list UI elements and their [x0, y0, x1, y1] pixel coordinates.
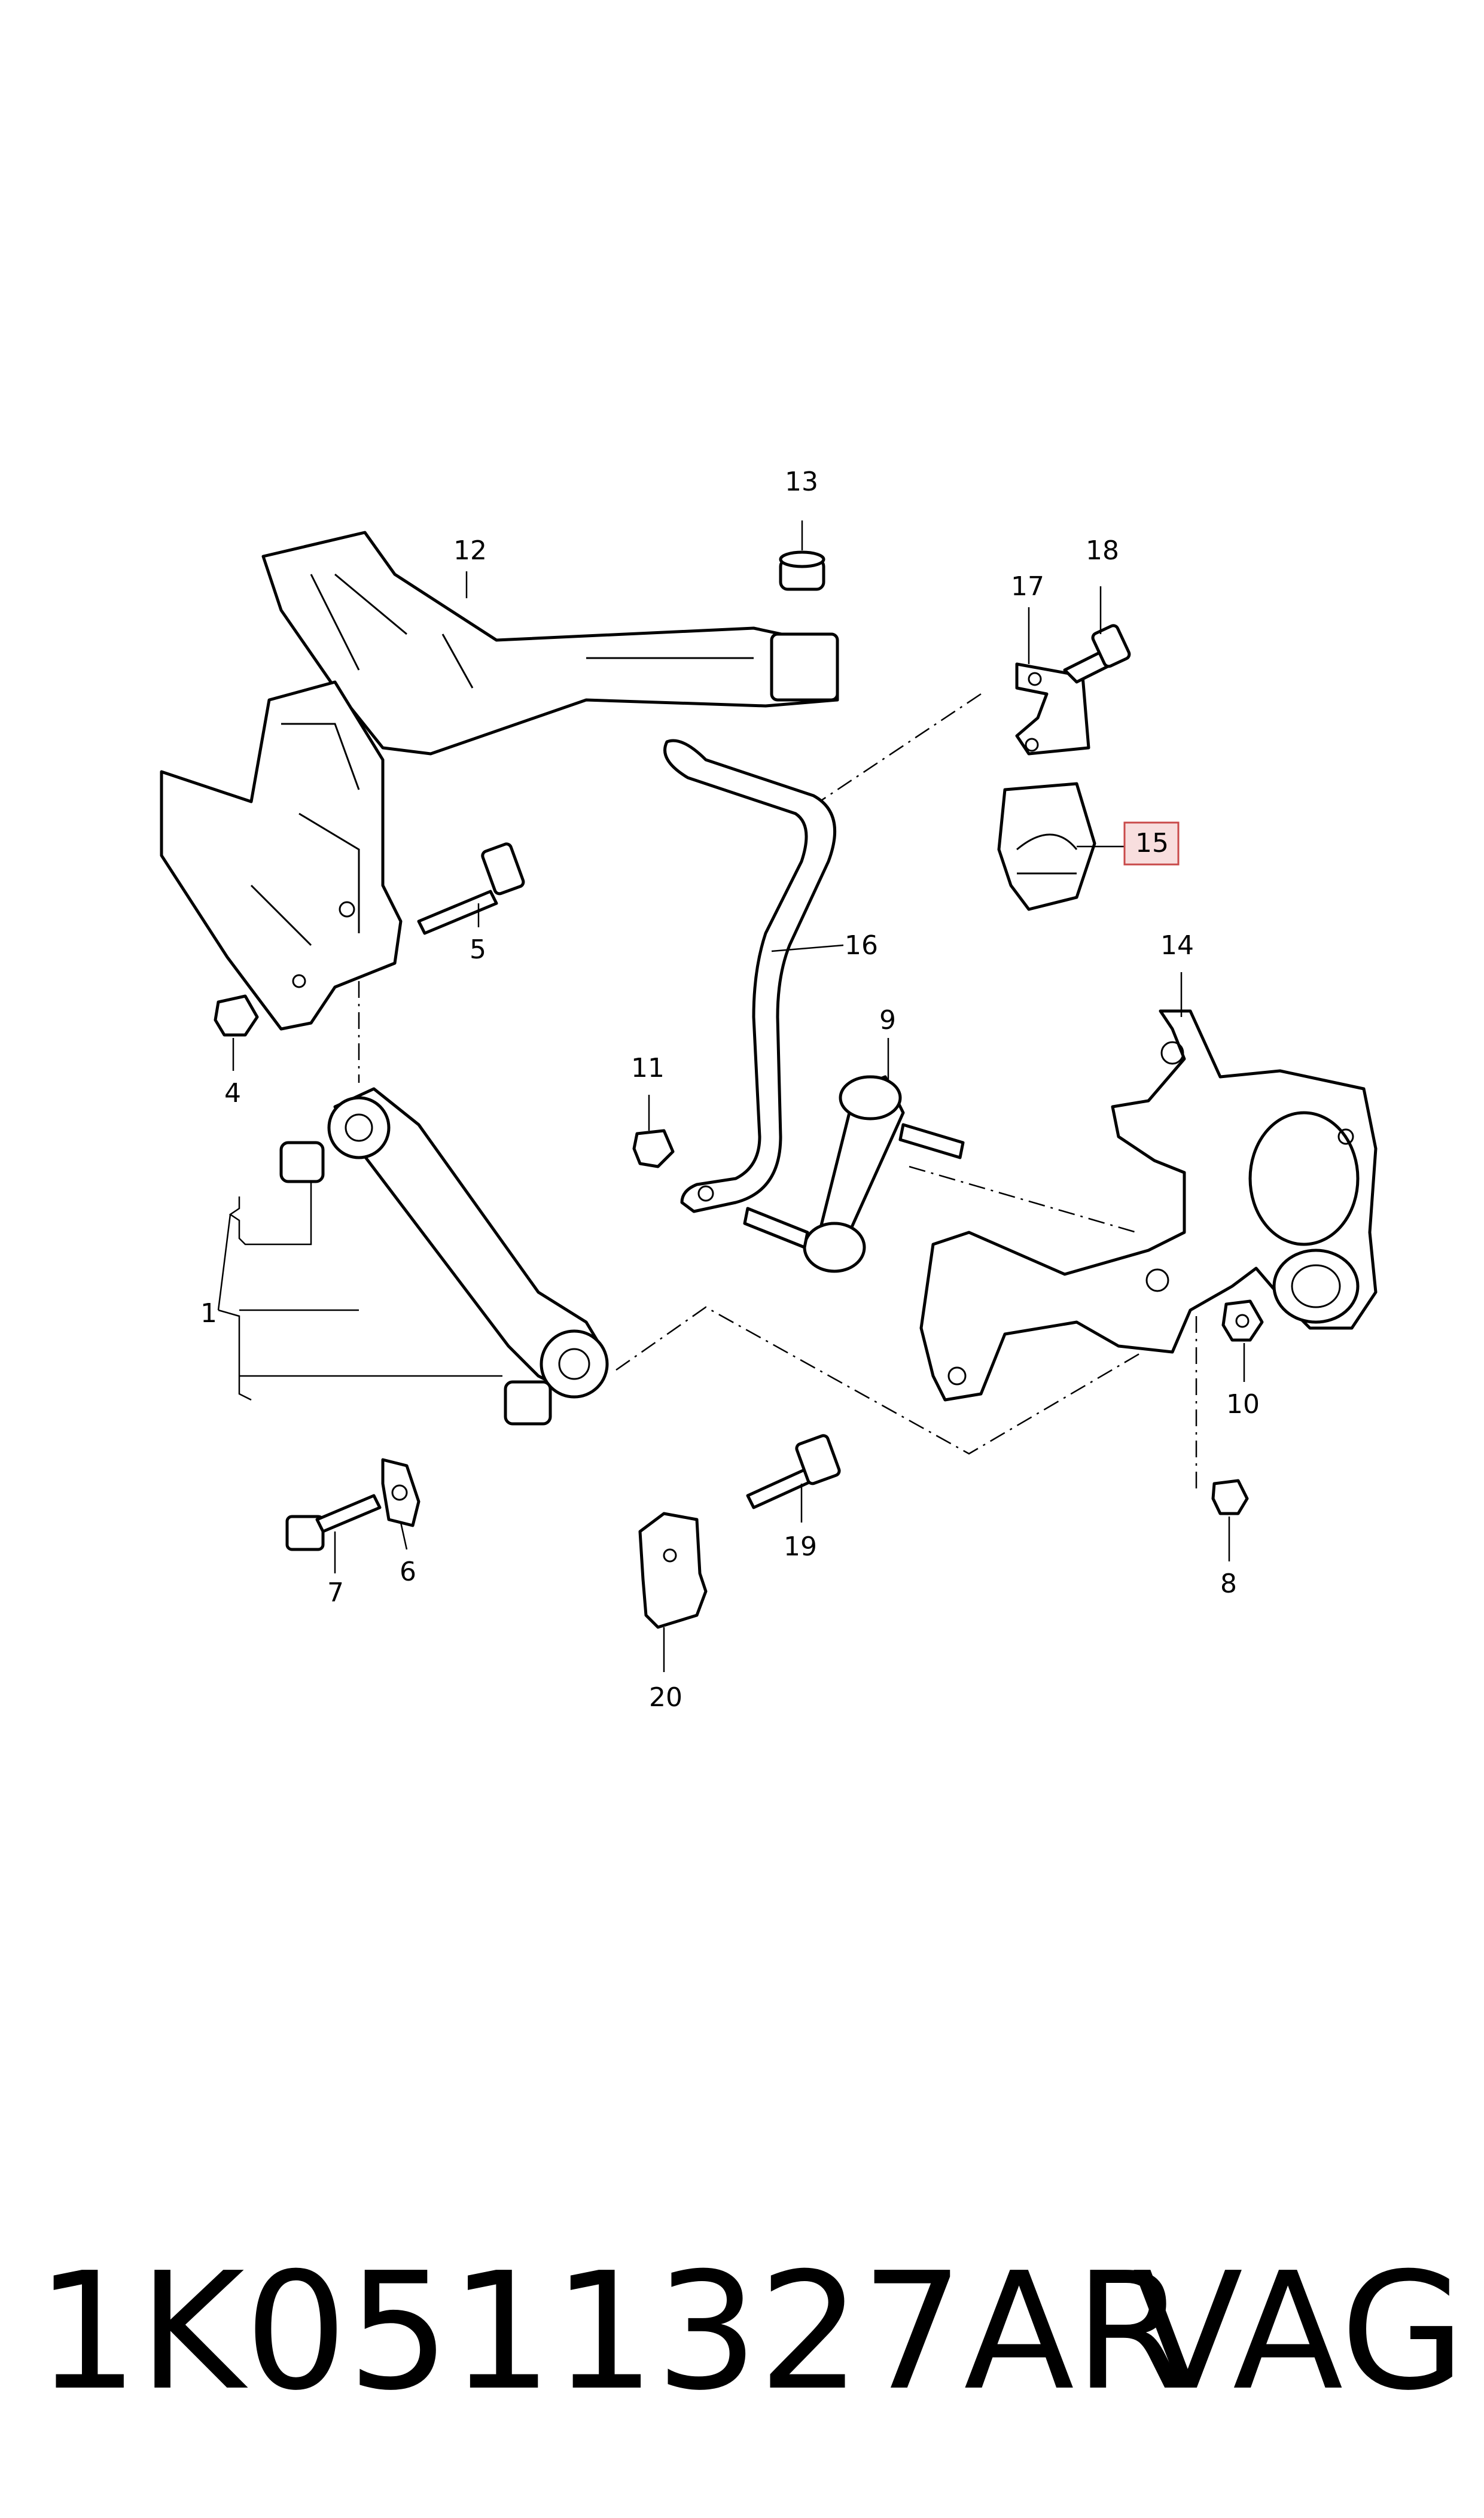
bolt-19 — [746, 1434, 841, 1509]
callout-20: 20 — [649, 1682, 682, 1713]
callout-10: 10 — [1226, 1389, 1260, 1420]
callout-17: 17 — [1011, 571, 1044, 602]
callout-14: 14 — [1160, 930, 1194, 961]
wheel-bearing-housing — [919, 1009, 1378, 1402]
bolt-5 — [417, 842, 525, 935]
callout-labels: 1 4 5 6 7 8 9 10 11 12 13 14 15 16 17 18… — [200, 467, 1260, 1713]
heat-shield-bracket — [638, 1512, 708, 1629]
callout-18: 18 — [1086, 535, 1119, 566]
callout-9: 9 — [879, 1005, 896, 1036]
nut-4 — [214, 994, 259, 1037]
callout-6: 6 — [400, 1557, 416, 1587]
bolt-7 — [285, 1494, 382, 1551]
coupling-rod — [743, 1075, 965, 1273]
callout-11: 11 — [631, 1053, 665, 1083]
nut-11 — [632, 1129, 675, 1168]
rubber-buffer — [779, 550, 825, 591]
assembly-lines — [358, 693, 1197, 1490]
callout-12: 12 — [453, 535, 487, 566]
subframe-side-bracket — [160, 680, 403, 1031]
callout-16: 16 — [845, 930, 878, 961]
callout-15: 15 — [1135, 828, 1169, 858]
callout-13: 13 — [785, 467, 818, 497]
callout-4: 4 — [224, 1078, 241, 1109]
nut-8 — [1211, 1479, 1249, 1515]
transverse-link — [279, 1087, 609, 1426]
part-number: 1K0511327AR — [36, 2237, 1187, 2426]
callout-15-highlight — [1123, 821, 1180, 866]
leader-lines — [232, 520, 1245, 1672]
callout-8: 8 — [1220, 1569, 1237, 1599]
callout-1: 1 — [200, 1298, 217, 1329]
anti-roll-bar-bush — [997, 782, 1096, 911]
bolt-18 — [1063, 624, 1131, 684]
eccentric-washer — [381, 1458, 420, 1527]
nut-10 — [1221, 1299, 1264, 1342]
brand-name: VAG — [1132, 2237, 1465, 2426]
callout-19: 19 — [784, 1531, 817, 1562]
anti-roll-bar — [663, 739, 837, 1213]
callout-1-bracket — [217, 1182, 502, 1401]
callout-5: 5 — [470, 934, 486, 965]
callout-7: 7 — [327, 1578, 344, 1608]
clamp-bracket — [1015, 662, 1090, 756]
parts-diagram: 1 4 5 6 7 8 9 10 11 12 13 14 15 16 17 18… — [160, 467, 1378, 1713]
footer: 1K0511327AR VAG — [36, 2237, 1465, 2426]
